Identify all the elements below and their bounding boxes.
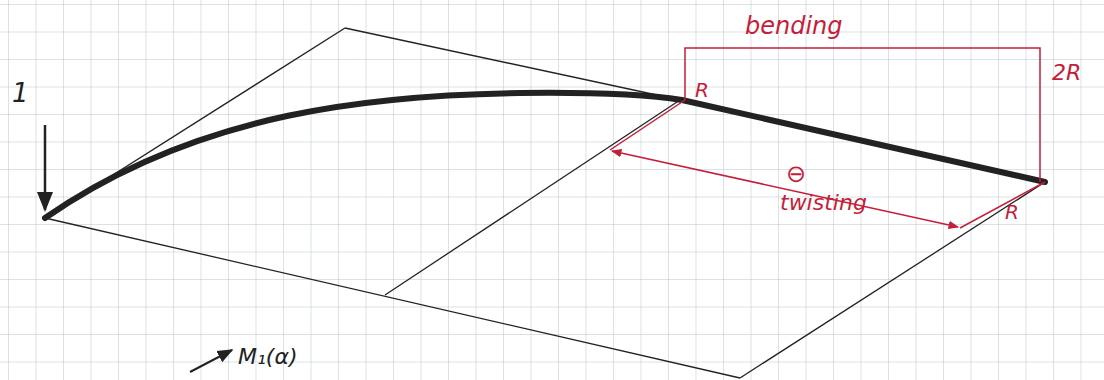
moment-arrow <box>190 350 232 372</box>
twisting-label: twisting <box>780 192 867 214</box>
bending-diagram <box>610 48 1045 228</box>
dimension-label: 2R <box>1052 62 1081 84</box>
bending-label: bending <box>745 14 843 38</box>
load-value: 1 <box>12 80 29 106</box>
curved-beam <box>45 93 1045 218</box>
dimension-label: R <box>1005 202 1019 222</box>
load-arrow <box>44 125 47 210</box>
moment-label: M₁(α) <box>238 346 297 368</box>
frame-lines <box>45 28 1045 378</box>
dimension-label: R <box>695 80 709 100</box>
sign-label: ⊖ <box>786 162 806 186</box>
